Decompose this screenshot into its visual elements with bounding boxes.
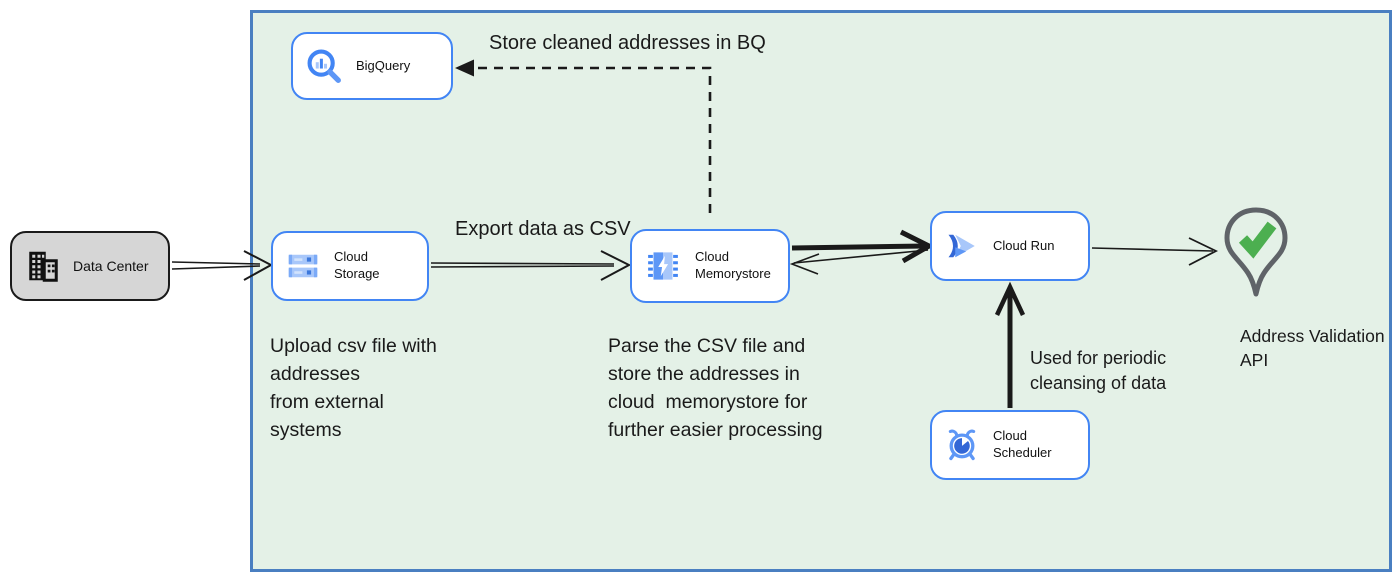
node-cloud-scheduler[interactable]: Cloud Scheduler	[930, 410, 1090, 480]
node-label: BigQuery	[356, 57, 411, 73]
data-center-building-icon	[24, 248, 60, 284]
node-label: Cloud Scheduler	[993, 428, 1052, 460]
node-cloud-storage[interactable]: Cloud Storage	[271, 231, 429, 301]
edge-label-periodic-cleansing: Used for periodic cleansing of data	[1030, 348, 1167, 393]
cloud-boundary-container	[250, 10, 1392, 572]
cloud-memorystore-icon	[644, 247, 682, 285]
node-label: Cloud Memorystore	[695, 249, 771, 281]
node-label: Cloud Run	[993, 237, 1055, 253]
bigquery-icon	[305, 47, 343, 85]
node-label: Cloud Storage	[334, 249, 380, 281]
address-validation-api-label: Address Validation API	[1240, 326, 1385, 370]
annotation-parse-csv: Parse the CSV file and store the address…	[608, 335, 823, 441]
node-label: Data Center	[73, 257, 149, 274]
node-bigquery[interactable]: BigQuery	[291, 32, 453, 100]
annotation-upload-csv: Upload csv file with addresses from exte…	[270, 335, 437, 441]
node-cloud-run[interactable]: Cloud Run	[930, 211, 1090, 281]
node-address-validation-api[interactable]	[1222, 206, 1290, 331]
node-data-center[interactable]: Data Center	[10, 231, 170, 301]
cloud-storage-icon	[285, 248, 321, 284]
cloud-scheduler-icon	[944, 427, 980, 463]
edge-label-export-csv: Export data as CSV	[455, 218, 631, 240]
cloud-run-icon	[944, 228, 980, 264]
edge-label-store-cleaned: Store cleaned addresses in BQ	[489, 32, 766, 54]
node-cloud-memorystore[interactable]: Cloud Memorystore	[630, 229, 790, 303]
map-pin-check-icon	[1224, 207, 1288, 297]
